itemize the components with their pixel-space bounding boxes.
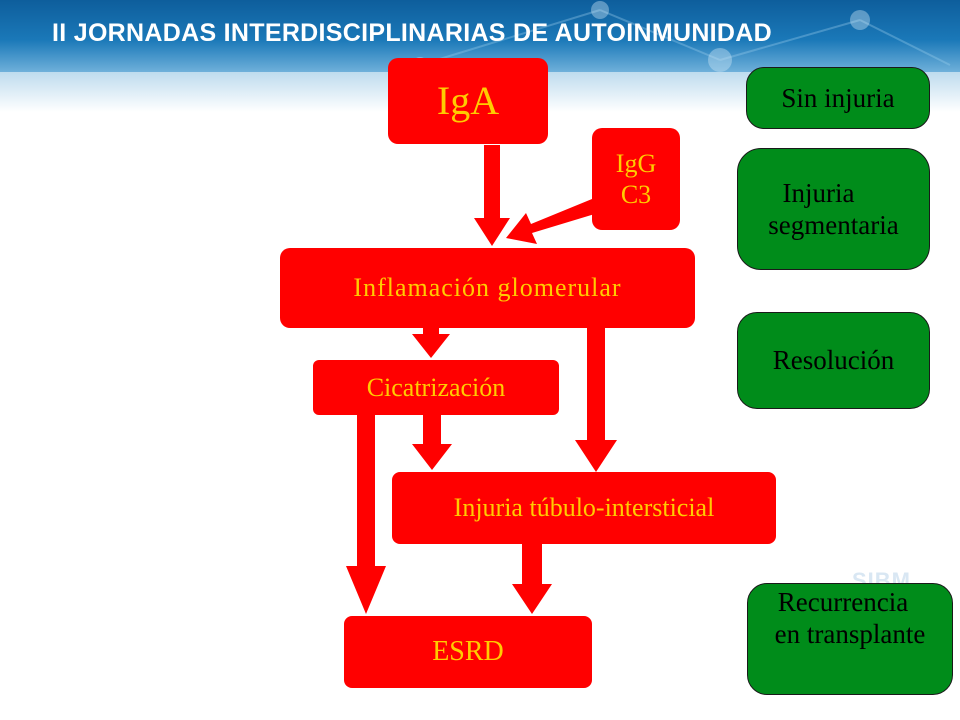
slide-title: II JORNADAS INTERDISCIPLINARIAS DE AUTOI…	[52, 19, 772, 47]
arrow-cicatrizacion-tubulo	[412, 414, 452, 470]
node-injuria-tubulo-intersticial: Injuria túbulo-intersticial	[392, 472, 776, 544]
outcome-recurrencia-label-2: en transplante	[774, 619, 926, 650]
outcome-recurrencia-label-1: Recurrencia	[777, 587, 909, 617]
node-igg-label: IgG	[615, 148, 657, 178]
arrow-inflamacion-cicatrizacion	[412, 326, 450, 358]
node-cicatrizacion-label: Cicatrización	[366, 372, 506, 402]
outcome-injuria-label-2: segmentaria	[768, 210, 899, 240]
node-cicatrizacion: Cicatrización	[313, 360, 559, 415]
node-iga-label: IgA	[436, 78, 500, 123]
arrow-igg-inflamacion	[506, 199, 598, 244]
node-inflamacion-glomerular: Inflamación glomerular	[280, 248, 695, 328]
node-esrd: ESRD	[344, 616, 592, 688]
outcome-injuria-label-1: Injuria	[782, 177, 855, 208]
outcome-resolucion: Resolución	[737, 312, 930, 409]
node-inflamacion-label: Inflamación glomerular	[353, 273, 622, 303]
arrow-tubulo-esrd	[512, 543, 552, 614]
outcome-recurrencia-transplante: Recurrencia en transplante	[747, 583, 953, 695]
outcome-injuria-segmentaria: Injuria segmentaria	[737, 148, 930, 270]
node-injuria-tubulo-label: Injuria túbulo-intersticial	[453, 493, 715, 523]
arrow-iga-inflamacion	[474, 145, 510, 246]
outcome-sin-injuria-label: Sin injuria	[781, 82, 895, 113]
arrow-inflamacion-tubulo	[575, 326, 617, 472]
node-esrd-label: ESRD	[432, 636, 504, 668]
node-c3-label: C3	[620, 180, 652, 209]
arrow-cicatrizacion-esrd	[346, 414, 386, 614]
node-iga: IgA	[388, 58, 548, 144]
outcome-sin-injuria: Sin injuria	[746, 67, 930, 129]
node-igg-c3: IgG C3	[592, 128, 680, 230]
outcome-resolucion-label: Resolución	[772, 345, 895, 376]
